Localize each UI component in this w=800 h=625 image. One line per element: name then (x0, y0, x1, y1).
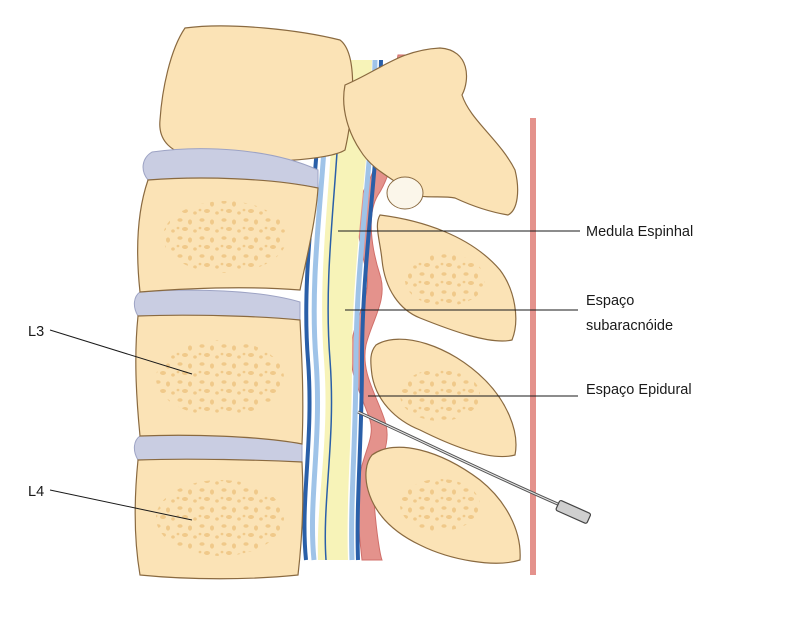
catheter-hub (556, 500, 592, 524)
label-espaco-subaracnoide-line2: subaracnóide (586, 318, 673, 334)
posterior-ligament (530, 118, 536, 575)
vertebra-body-1-marrow (163, 201, 287, 273)
vertebra-body-l3-marrow (156, 340, 284, 416)
label-l3: L3 (28, 324, 44, 340)
label-espaco-subaracnoide-line1: Espaço (586, 293, 634, 309)
spinous-process-2-marrow (405, 254, 485, 306)
vertebra-body-l4-marrow (156, 480, 284, 556)
label-medula-espinhal: Medula Espinhal (586, 224, 693, 240)
vertebra-top (160, 26, 353, 161)
label-espaco-epidural: Espaço Epidural (586, 382, 692, 398)
label-l4: L4 (28, 484, 44, 500)
spinous-process-3-marrow (400, 369, 480, 421)
spinous-process-4-marrow (400, 479, 480, 531)
facet-joint (387, 177, 423, 209)
